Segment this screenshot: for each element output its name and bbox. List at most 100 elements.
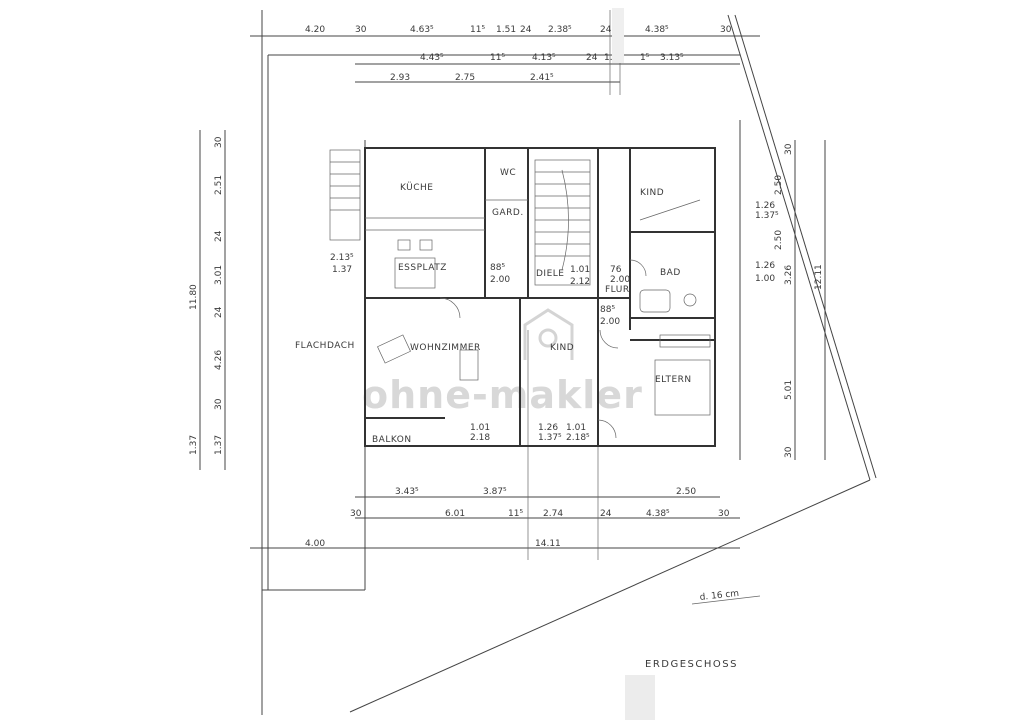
- svg-text:3.43⁵: 3.43⁵: [395, 487, 419, 497]
- svg-text:1.26: 1.26: [755, 261, 775, 271]
- svg-text:2.18⁵: 2.18⁵: [566, 433, 590, 443]
- sofa-icon: [377, 334, 479, 381]
- svg-text:88⁵: 88⁵: [490, 263, 505, 273]
- dimension-row-top-1: 4.20 30 4.63⁵ 11⁵ 1.51 24 2.38⁵ 24 4.38⁵…: [305, 25, 732, 35]
- svg-text:24: 24: [600, 509, 612, 519]
- dimension-row-bottom-2: 30 6.01 11⁵ 2.74 24 4.38⁵ 30: [350, 509, 730, 519]
- svg-text:2.13⁵: 2.13⁵: [330, 253, 354, 263]
- outer-lines: [199, 10, 877, 715]
- svg-text:2.00: 2.00: [600, 317, 620, 327]
- svg-text:88⁵: 88⁵: [600, 305, 615, 315]
- svg-text:11⁵: 11⁵: [490, 53, 505, 63]
- svg-text:2.50: 2.50: [676, 487, 696, 497]
- dimension-column-left: 1.37 11.80 1.37 30 4.26 24 3.01 24 2.51 …: [189, 136, 224, 455]
- room-label-kind-2: KIND: [550, 343, 574, 353]
- svg-text:4.00: 4.00: [305, 539, 325, 549]
- svg-text:30: 30: [784, 143, 794, 155]
- svg-text:2.38⁵: 2.38⁵: [548, 25, 572, 35]
- building-walls: [364, 147, 716, 447]
- svg-text:4.43⁵: 4.43⁵: [420, 53, 444, 63]
- svg-text:1.37: 1.37: [189, 435, 199, 455]
- svg-text:30: 30: [350, 509, 362, 519]
- room-label-balkon: BALKON: [372, 435, 412, 445]
- svg-text:30: 30: [718, 509, 730, 519]
- svg-text:2.93: 2.93: [390, 73, 410, 83]
- room-label-diele: DIELE: [536, 269, 564, 279]
- svg-text:2.51: 2.51: [214, 175, 224, 195]
- svg-text:1.26: 1.26: [538, 423, 558, 433]
- svg-text:4.63⁵: 4.63⁵: [410, 25, 434, 35]
- scan-artifact: [625, 675, 655, 720]
- staircase-icon: [534, 159, 591, 286]
- svg-text:24: 24: [520, 25, 532, 35]
- room-label-kind-1: KIND: [640, 188, 664, 198]
- plan-title: ERDGESCHOSS: [645, 659, 738, 670]
- svg-text:2.75: 2.75: [455, 73, 475, 83]
- svg-text:1.37: 1.37: [332, 265, 352, 275]
- bed-icon: [654, 334, 711, 416]
- svg-text:24: 24: [586, 53, 598, 63]
- svg-text:1.37: 1.37: [214, 435, 224, 455]
- svg-text:2.50: 2.50: [774, 175, 784, 195]
- svg-text:11⁵: 11⁵: [470, 25, 485, 35]
- svg-text:1.01: 1.01: [566, 423, 586, 433]
- dining-table-icon: [394, 239, 436, 289]
- dimension-row-bottom-1: 3.43⁵ 3.87⁵ 2.50: [395, 487, 696, 497]
- svg-text:3.87⁵: 3.87⁵: [483, 487, 507, 497]
- watermark-text: ohne-makler: [362, 373, 643, 417]
- svg-text:2.50: 2.50: [774, 230, 784, 250]
- svg-text:1⁵: 1⁵: [640, 53, 650, 63]
- room-label-wohnzimmer: WOHNZIMMER: [410, 343, 481, 353]
- svg-text:1.26: 1.26: [755, 201, 775, 211]
- dimension-row-bottom-3: 4.00 14.11: [305, 539, 561, 549]
- svg-text:2.00: 2.00: [610, 275, 630, 285]
- room-label-wc: WC: [500, 168, 516, 178]
- svg-text:4.38⁵: 4.38⁵: [646, 509, 670, 519]
- exterior-staircase-icon: [329, 149, 361, 241]
- svg-text:4.38⁵: 4.38⁵: [645, 25, 669, 35]
- room-label-essplatz: ESSPLATZ: [398, 263, 447, 273]
- note-underline: [691, 595, 761, 605]
- svg-text:14.11: 14.11: [535, 539, 561, 549]
- svg-text:30: 30: [720, 25, 732, 35]
- dimension-column-right: 30 2.50 3.26 2.50 12.11 5.01 30: [774, 143, 824, 458]
- svg-text:3.26: 3.26: [784, 265, 794, 285]
- svg-text:1.37⁵: 1.37⁵: [538, 433, 562, 443]
- svg-text:1.01: 1.01: [570, 265, 590, 275]
- svg-text:1.37⁵: 1.37⁵: [755, 211, 779, 221]
- door-swings: [439, 259, 647, 439]
- svg-text:30: 30: [214, 398, 224, 410]
- svg-text:24: 24: [214, 306, 224, 318]
- svg-text:4.26: 4.26: [214, 350, 224, 370]
- svg-text:76: 76: [610, 265, 622, 275]
- svg-text:3.01: 3.01: [214, 265, 224, 285]
- svg-text:2.12: 2.12: [570, 277, 590, 287]
- svg-text:4.20: 4.20: [305, 25, 325, 35]
- svg-text:11.80: 11.80: [189, 284, 199, 310]
- dimension-row-top-3: 2.93 2.75 2.41⁵: [390, 73, 554, 83]
- room-label-kueche: KÜCHE: [400, 182, 434, 193]
- svg-text:30: 30: [784, 446, 794, 458]
- svg-text:1.51: 1.51: [496, 25, 516, 35]
- dimension-labels-inner: 2.13⁵ 1.37 1.26 1.37⁵ 1.26 1.00 1.01 2.1…: [330, 201, 779, 443]
- svg-text:2.18: 2.18: [470, 433, 490, 443]
- room-label-gard: GARD.: [492, 208, 524, 218]
- svg-text:12.11: 12.11: [814, 264, 824, 290]
- svg-text:2.41⁵: 2.41⁵: [530, 73, 554, 83]
- svg-text:1.01: 1.01: [470, 423, 490, 433]
- svg-text:30: 30: [214, 136, 224, 148]
- desk-icon: [639, 199, 701, 221]
- svg-text:3.13⁵: 3.13⁵: [660, 53, 684, 63]
- room-label-eltern: ELTERN: [655, 375, 692, 385]
- svg-text:6.01: 6.01: [445, 509, 465, 519]
- bathtub-icon: [639, 289, 697, 313]
- scan-artifact-top: [612, 8, 624, 63]
- svg-text:24: 24: [214, 230, 224, 242]
- svg-text:4.13⁵: 4.13⁵: [532, 53, 556, 63]
- svg-text:2.00: 2.00: [490, 275, 510, 285]
- svg-text:2.74: 2.74: [543, 509, 563, 519]
- room-label-flachdach: FLACHDACH: [295, 341, 355, 351]
- svg-text:11⁵: 11⁵: [508, 509, 523, 519]
- svg-text:5.01: 5.01: [784, 380, 794, 400]
